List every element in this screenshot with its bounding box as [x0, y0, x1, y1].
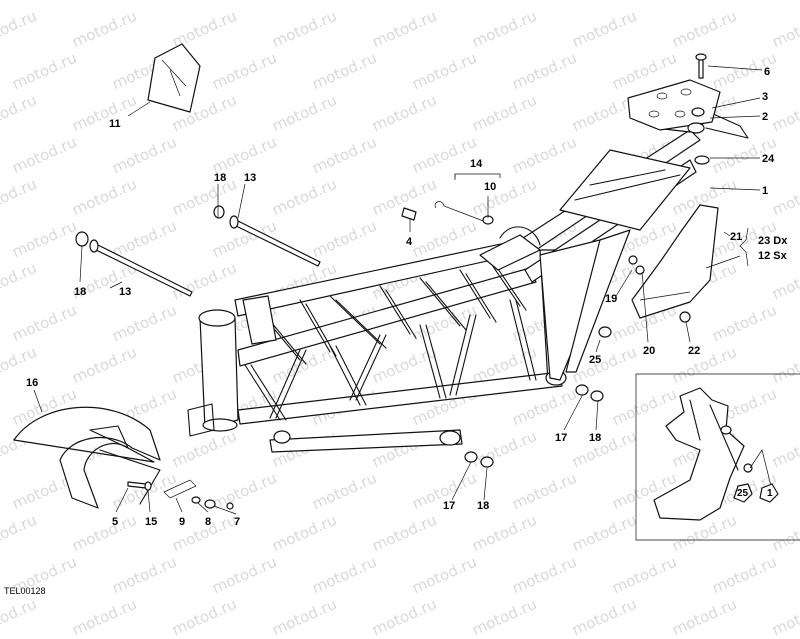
mudguard-hardware — [127, 479, 234, 510]
callout-5: 5 — [112, 516, 119, 528]
callout-13a: 13 — [244, 172, 257, 184]
leader-lines — [33, 65, 763, 515]
callout-14: 14 — [470, 158, 483, 170]
callout-3: 3 — [762, 91, 769, 103]
watermark-text: motod.ru — [269, 594, 340, 639]
inset-detail — [635, 373, 800, 541]
callout-7: 7 — [234, 516, 241, 528]
rod-assembly — [401, 173, 501, 225]
callout-10: 10 — [484, 181, 497, 193]
top-hardware — [687, 53, 710, 165]
callout-22: 22 — [688, 345, 701, 357]
callout-12: 12 Sx — [758, 250, 787, 262]
callout-20: 20 — [643, 345, 656, 357]
watermark-text: motod.ru — [169, 594, 240, 639]
callout-19: 19 — [605, 293, 618, 305]
inset-callout-25: 25 — [737, 488, 749, 499]
callout-21: 21 — [730, 231, 743, 243]
side-cover-panel — [631, 204, 719, 319]
callout-6: 6 — [764, 66, 771, 78]
callout-17b: 17 — [443, 500, 456, 512]
callout-11: 11 — [109, 118, 121, 130]
watermark-text: motod.ru — [469, 594, 540, 639]
callout-18c: 18 — [214, 172, 227, 184]
callout-15: 15 — [145, 516, 158, 528]
callout-18a: 18 — [589, 432, 602, 444]
long-bolts — [75, 205, 321, 297]
callout-18d: 18 — [74, 286, 87, 298]
callout-17a: 17 — [555, 432, 568, 444]
callout-8: 8 — [205, 516, 212, 528]
callout-9: 9 — [179, 516, 186, 528]
exploded-frame-drawing — [13, 43, 800, 541]
diagram-canvas: motod.ru motod.ru motod.ru motod.ru motod.ru… — [0, 7, 800, 639]
callout-23: 23 Dx — [758, 235, 788, 247]
inset-callout-1: 1 — [767, 488, 773, 499]
watermark-text: motod.ru — [69, 594, 140, 639]
callout-24: 24 — [762, 153, 775, 165]
watermark-text: motod.ru — [0, 594, 40, 639]
front-mudguard — [13, 406, 161, 509]
callout-13b: 13 — [119, 286, 132, 298]
callout-25: 25 — [589, 354, 602, 366]
watermark-text: motod.ru — [369, 594, 440, 639]
cover-piece — [147, 43, 201, 113]
callout-4: 4 — [406, 236, 413, 248]
drawing-code: TEL00128 — [4, 586, 46, 596]
watermark-text: motod.ru — [569, 594, 640, 639]
callout-18b: 18 — [477, 500, 490, 512]
watermark-text: motod.ru — [669, 594, 740, 639]
callout-2: 2 — [762, 111, 769, 123]
callout-16: 16 — [26, 377, 39, 389]
watermark-text: motod.ru — [769, 594, 800, 639]
frame — [187, 79, 749, 453]
callout-1: 1 — [762, 185, 769, 197]
